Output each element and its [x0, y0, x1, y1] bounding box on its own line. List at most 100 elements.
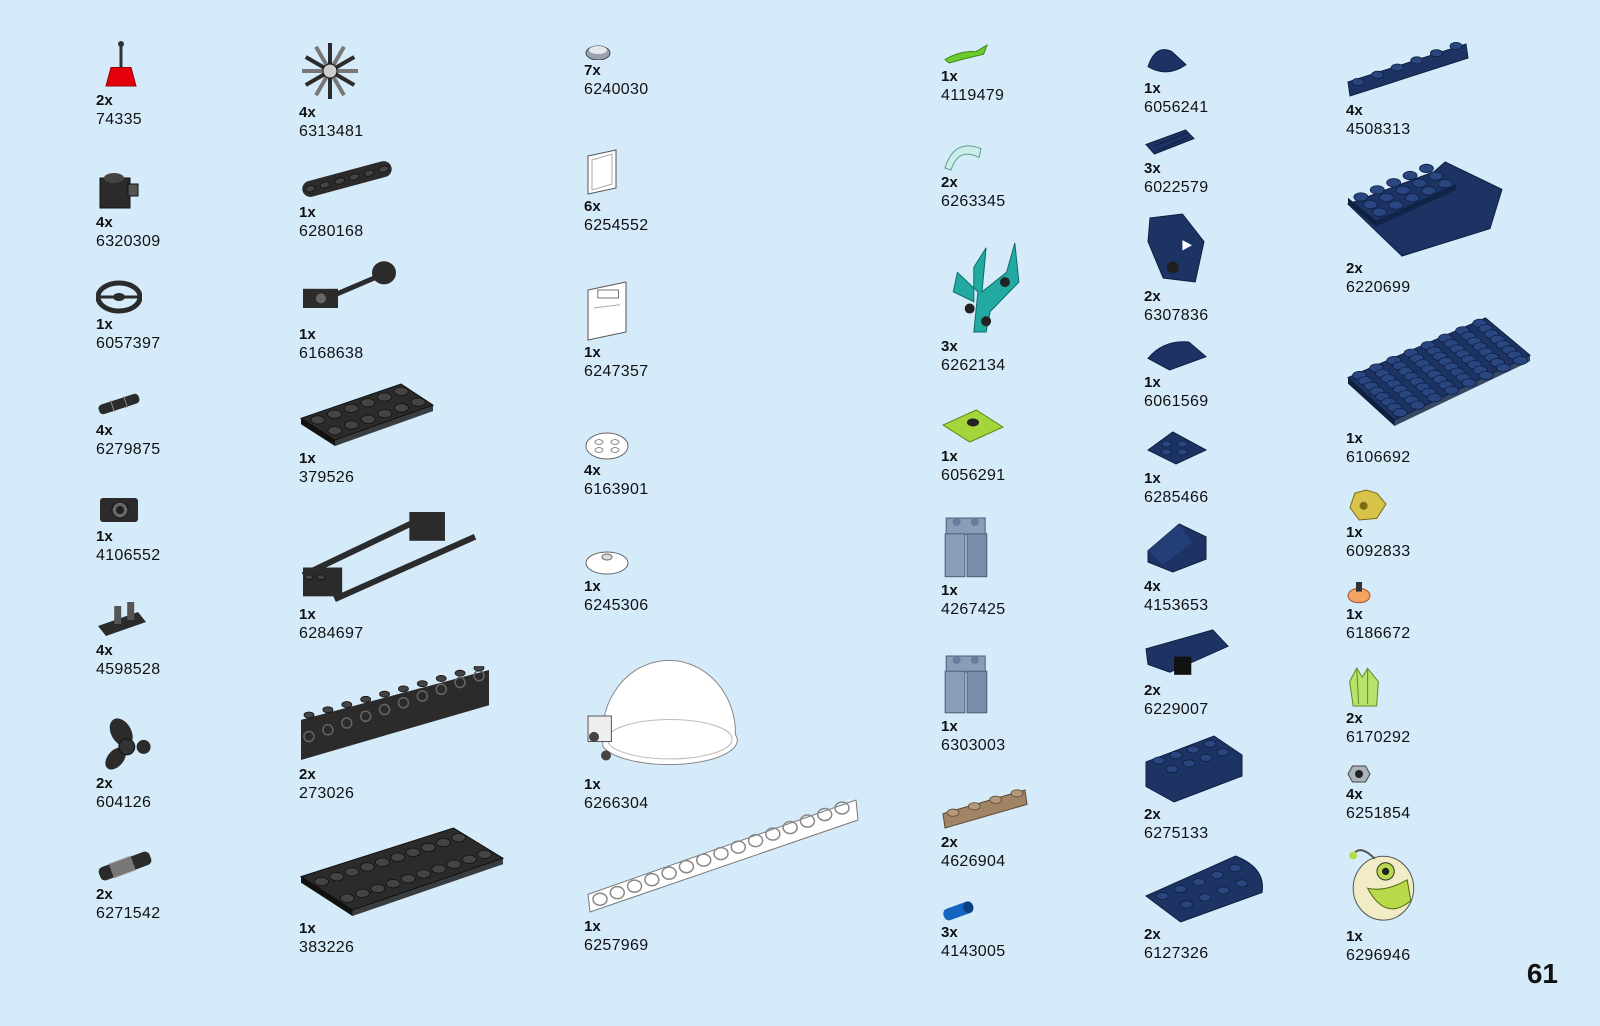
part-quantity: 1x: [96, 528, 113, 545]
part-quantity: 1x: [1346, 606, 1363, 623]
part-quantity: 4x: [584, 462, 601, 479]
part-quantity: 1x: [299, 326, 316, 343]
part-quantity: 4x: [96, 642, 113, 659]
part-id: 6061569: [1144, 393, 1209, 410]
black-technic-brick-1x10-icon: [299, 666, 493, 764]
part-id: 383226: [299, 939, 355, 956]
orange-round-piece-icon: [1346, 580, 1410, 604]
teal-coral-icon: [941, 238, 1023, 336]
black-plate-2x6-icon: [299, 382, 435, 448]
dark-blue-plate-1x6-icon: [1346, 40, 1470, 100]
part-quantity: 4x: [1346, 786, 1363, 803]
black-plate-2x10-icon: [299, 826, 505, 918]
part-id: 6280168: [299, 223, 364, 240]
part-id: 379526: [299, 469, 355, 486]
part-quantity: 2x: [941, 834, 958, 851]
part-id: 6254552: [584, 217, 649, 234]
part-quantity: 1x: [941, 718, 958, 735]
page-number: 61: [1526, 958, 1558, 989]
part-quantity: 2x: [1346, 710, 1363, 727]
part-id: 6303003: [941, 737, 1006, 754]
part-quantity: 1x: [941, 448, 958, 465]
part-quantity: 2x: [1346, 260, 1363, 277]
part-entry: 2x 6220699: [1346, 160, 1506, 298]
part-entry: 1x 6168638: [299, 260, 399, 364]
part-id: 6022579: [1144, 179, 1209, 196]
part-quantity: 4x: [299, 104, 316, 121]
part-entry: 2x 604126: [96, 715, 152, 813]
part-id: 6168638: [299, 345, 364, 362]
dark-blue-cap-icon: [1144, 40, 1208, 78]
part-id: 4508313: [1346, 121, 1411, 138]
part-quantity: 1x: [941, 582, 958, 599]
part-quantity: 1x: [941, 68, 958, 85]
part-entry: 3x 6022579: [1144, 128, 1208, 198]
part-quantity: 1x: [299, 606, 316, 623]
part-entry: 6x 6254552: [584, 148, 648, 236]
part-id: 6266304: [584, 795, 649, 812]
part-entry: 1x 4106552: [96, 490, 160, 566]
clear-round-plate-icon: [584, 428, 648, 460]
black-arm-with-dish-icon: [299, 260, 399, 324]
part-quantity: 3x: [1144, 160, 1161, 177]
part-id: 6186672: [1346, 625, 1411, 642]
dark-blue-plate-8x8-icon: [1346, 316, 1532, 428]
dark-blue-wing-icon: [1144, 628, 1230, 680]
part-quantity: 2x: [96, 92, 113, 109]
clear-technic-beam-icon: [584, 796, 862, 916]
sand-blue-minifig-legs-icon: [941, 514, 1005, 580]
dark-blue-curved-slope-icon: [1144, 338, 1208, 372]
part-id: 6313481: [299, 123, 364, 140]
dark-blue-grille-tile-icon: [1144, 128, 1208, 158]
part-id: 6170292: [1346, 729, 1411, 746]
part-id: 6229007: [1144, 701, 1209, 718]
part-quantity: 1x: [584, 918, 601, 935]
part-quantity: 2x: [96, 775, 113, 792]
part-id: 6251854: [1346, 805, 1411, 822]
part-id: 6220699: [1346, 279, 1411, 296]
part-id: 4106552: [96, 547, 161, 564]
part-entry: 2x 4626904: [941, 786, 1029, 872]
part-id: 273026: [299, 785, 355, 802]
part-quantity: 1x: [1144, 470, 1161, 487]
part-id: 6279875: [96, 441, 161, 458]
part-quantity: 6x: [584, 198, 601, 215]
part-entry: 2x 74335: [96, 40, 146, 130]
part-quantity: 2x: [1144, 926, 1161, 943]
part-id: 604126: [96, 794, 152, 811]
clear-dish-icon: [584, 544, 648, 576]
black-flexible-connector-icon: [96, 848, 160, 884]
part-id: 4626904: [941, 853, 1006, 870]
part-id: 6262134: [941, 357, 1006, 374]
part-id: 6285466: [1144, 489, 1209, 506]
part-quantity: 2x: [941, 174, 958, 191]
black-minifig-camera-icon: [96, 490, 160, 526]
sand-blue-minifig-legs-icon: [941, 652, 1005, 716]
part-entry: 1x 6303003: [941, 652, 1005, 756]
part-quantity: 1x: [1144, 80, 1161, 97]
part-quantity: 1x: [299, 450, 316, 467]
part-id: 74335: [96, 111, 142, 128]
part-quantity: 1x: [584, 344, 601, 361]
green-plant-leaf-icon: [941, 40, 1004, 66]
part-entry: 1x 6285466: [1144, 428, 1208, 508]
part-quantity: 1x: [584, 578, 601, 595]
part-id: 4143005: [941, 943, 1006, 960]
part-id: 6163901: [584, 481, 649, 498]
part-quantity: 7x: [584, 62, 601, 79]
part-id: 6307836: [1144, 307, 1209, 324]
